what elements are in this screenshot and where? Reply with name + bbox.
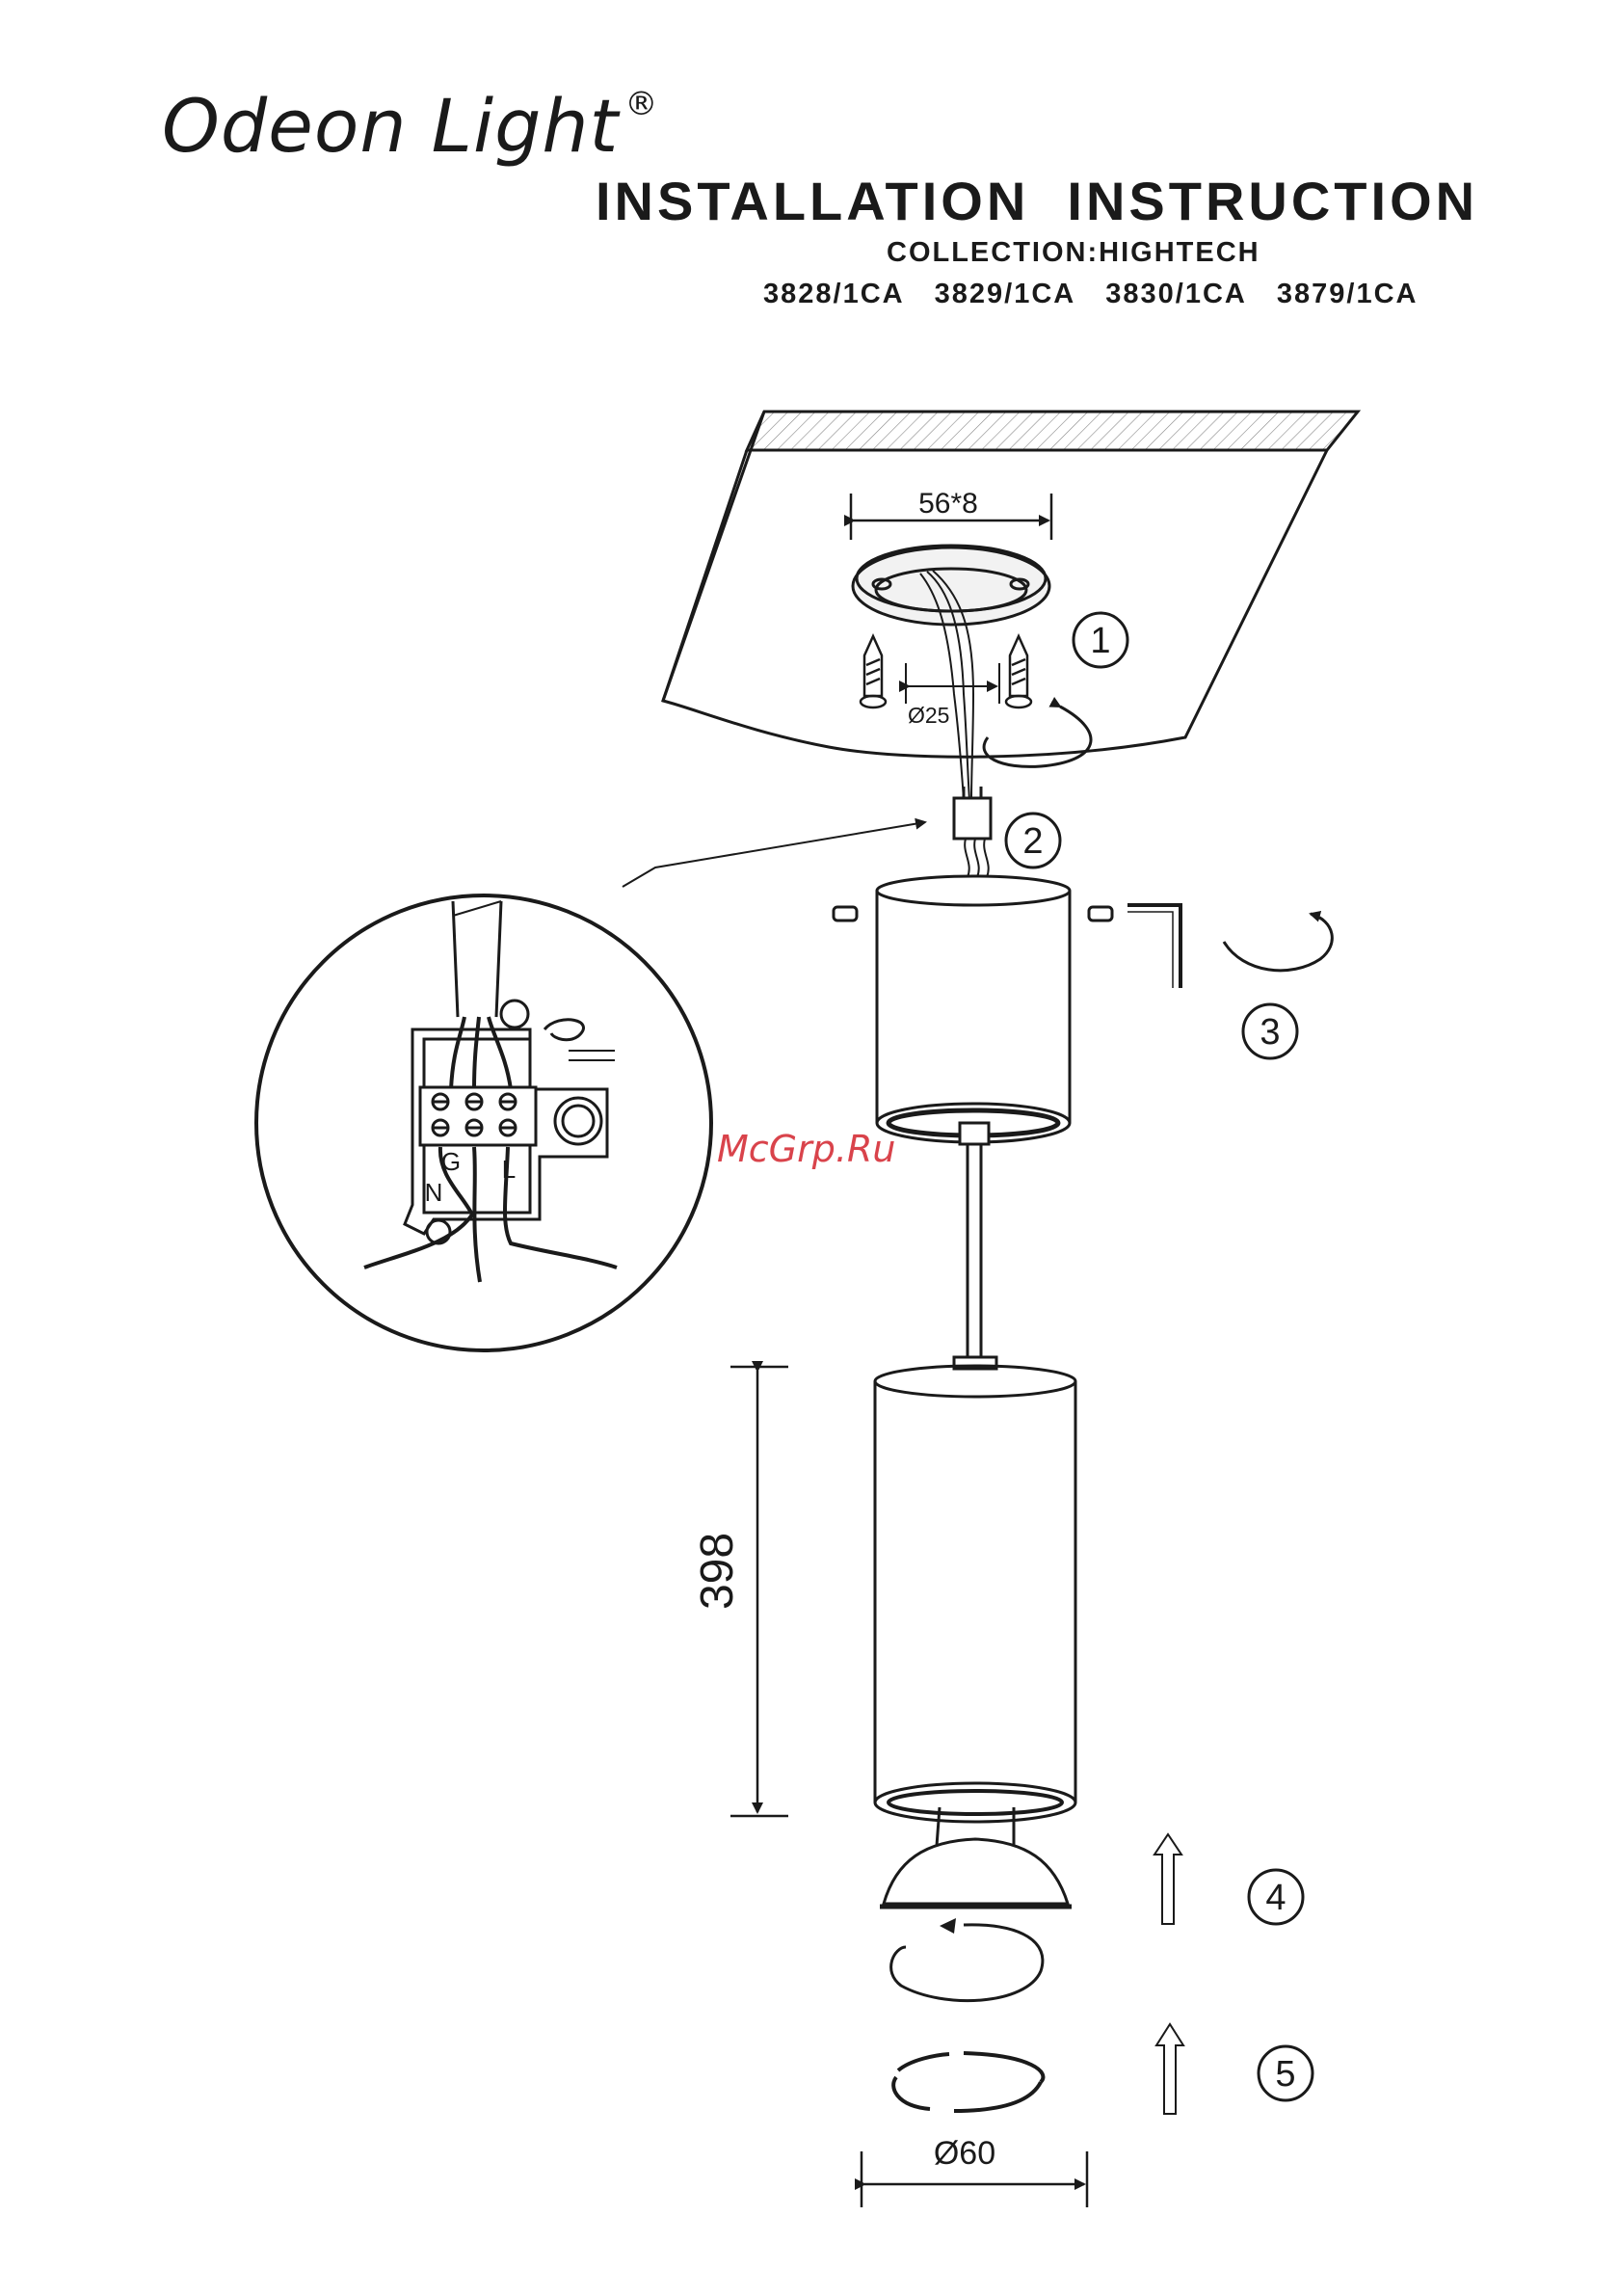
lamp-body <box>875 1357 1075 1822</box>
suspension-rod <box>960 1123 989 1357</box>
canopy <box>834 876 1112 1142</box>
wiring-detail <box>256 895 711 1350</box>
height-label: 398 <box>692 1533 743 1610</box>
diameter-label: Ø60 <box>934 2135 995 2172</box>
step-4-marker: 4 <box>1249 1870 1303 1924</box>
retaining-ring <box>893 2053 1043 2111</box>
svg-text:2: 2 <box>1022 821 1043 862</box>
screw-left <box>861 636 886 707</box>
up-arrow-icon <box>1156 2024 1183 2114</box>
terminal-connector <box>954 787 991 877</box>
step-2-marker: 2 <box>1006 814 1060 868</box>
detail-leader-line <box>623 822 925 887</box>
step-5-marker: 5 <box>1259 2046 1313 2100</box>
up-arrow-icon <box>1154 1834 1181 1924</box>
svg-text:3: 3 <box>1260 1012 1280 1053</box>
rotate-arrow-icon <box>1224 914 1332 971</box>
live-terminal-label: L <box>502 1155 516 1184</box>
step-3-marker: 3 <box>1243 1004 1297 1058</box>
svg-text:1: 1 <box>1090 621 1110 661</box>
svg-text:4: 4 <box>1265 1878 1286 1918</box>
neutral-terminal-label: N <box>425 1178 443 1207</box>
hole-spacing-label: Ø25 <box>908 703 949 728</box>
bracket-width-label: 56*8 <box>918 488 978 520</box>
step-1-marker: 1 <box>1074 613 1127 667</box>
screw-right <box>1006 636 1031 707</box>
ground-terminal-label: G <box>441 1147 461 1176</box>
watermark: McGrp.Ru <box>717 1128 895 1170</box>
svg-text:5: 5 <box>1275 2054 1295 2095</box>
rotate-arrow-icon <box>891 1925 1043 2001</box>
